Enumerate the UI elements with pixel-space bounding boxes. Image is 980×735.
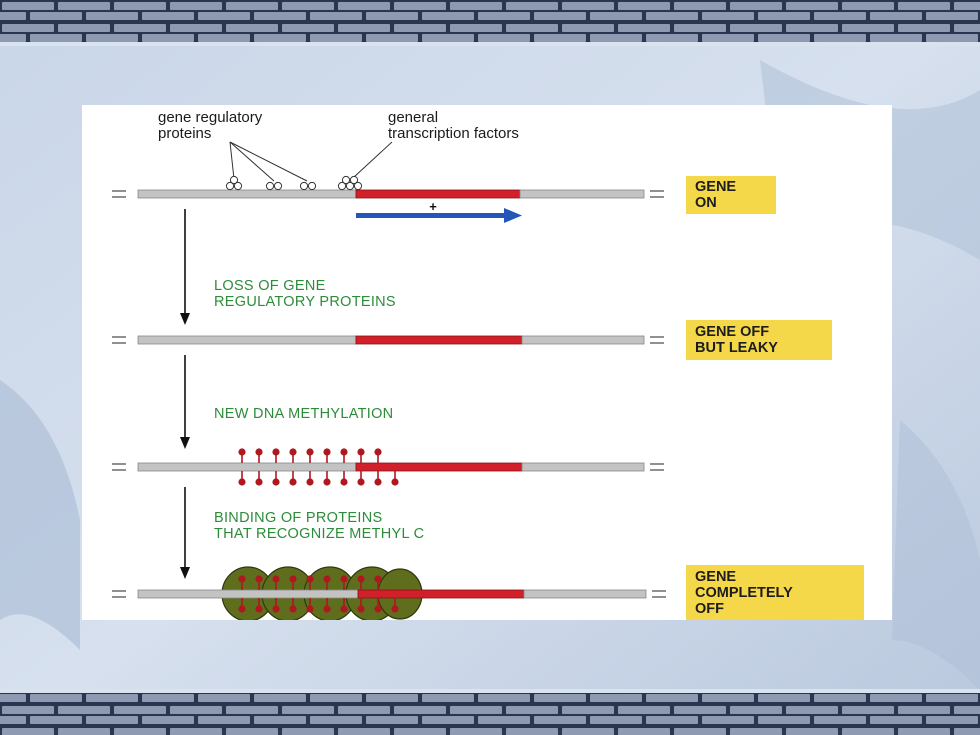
state-gene-completely-off-line3: OFF (695, 601, 724, 617)
dna-row-gene-completely-off (111, 566, 667, 620)
state-gene-completely-off-line2: COMPLETELY (695, 585, 793, 601)
state-box-gene-on (686, 176, 776, 214)
bottom-brick-border (0, 693, 980, 735)
down-arrow-3 (180, 487, 190, 579)
gene-segment (355, 462, 523, 472)
gene-segment (355, 335, 523, 345)
dna-strand (521, 462, 645, 472)
state-box-gene-completely-off (686, 565, 864, 620)
down-arrow-2 (180, 355, 190, 449)
dna-methylation-diagram: gene regulatory proteins general transcr… (111, 109, 864, 620)
dna-strand (137, 335, 357, 345)
dna-strand (523, 589, 647, 599)
step-new-dna-methylation: NEW DNA METHYLATION (214, 406, 393, 422)
gene-segment (355, 189, 521, 199)
state-gene-off-leaky-line2: BUT LEAKY (695, 340, 778, 356)
dna-strand (137, 189, 357, 199)
top-brick-border (0, 0, 980, 42)
step-binding-methyl-c-proteins: BINDING OF PROTEINS (214, 510, 382, 526)
dna-strand (137, 589, 359, 599)
down-arrow-1 (180, 209, 190, 325)
step-binding-methyl-c-proteins-line2: THAT RECOGNIZE METHYL C (214, 526, 424, 542)
dna-strand (137, 462, 357, 472)
transcription-plus-sign: + (429, 199, 437, 214)
label-pointer-lines (229, 141, 393, 182)
state-gene-completely-off: GENE (695, 569, 736, 585)
dna-row-methylated (111, 447, 665, 487)
transcription-factor-cluster (337, 175, 363, 191)
diagram-panel: gene regulatory proteins general transcr… (82, 105, 892, 620)
step-loss-of-regulatory-proteins: LOSS OF GENE (214, 278, 326, 294)
transcription-factors-label-line2: transcription factors (388, 125, 519, 142)
transcription-arrow (356, 208, 522, 223)
state-gene-on-line2: ON (695, 195, 717, 211)
regulatory-proteins-label: gene regulatory (158, 109, 263, 126)
regulatory-protein-cluster (225, 175, 317, 191)
step-loss-of-regulatory-proteins-line2: REGULATORY PROTEINS (214, 294, 396, 310)
dna-strand (521, 335, 645, 345)
regulatory-proteins-label-line2: proteins (158, 125, 211, 142)
gene-segment (357, 589, 525, 599)
transcription-factors-label: general (388, 109, 438, 126)
state-box-gene-off-leaky (686, 320, 832, 360)
dna-strand (519, 189, 645, 199)
dna-row-gene-off-leaky (111, 335, 665, 345)
dna-row-gene-on: + (111, 175, 665, 223)
state-gene-off-leaky: GENE OFF (695, 324, 769, 340)
state-gene-on: GENE (695, 179, 736, 195)
